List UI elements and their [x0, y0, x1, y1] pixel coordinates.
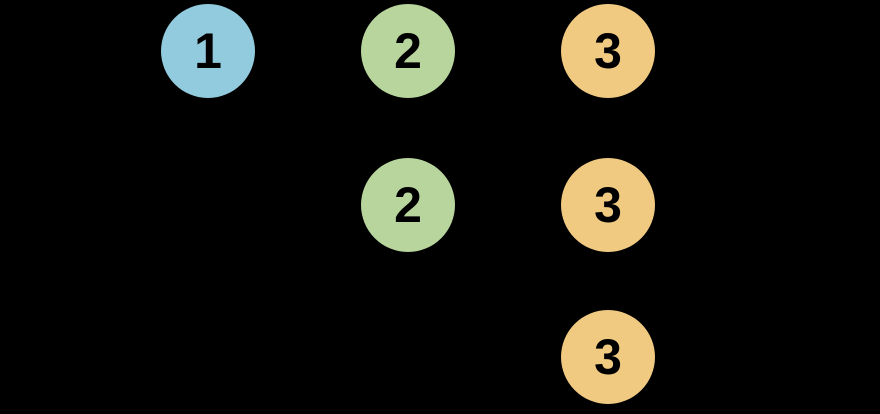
node-row3-value3: 3 — [561, 310, 655, 404]
node-row1-value3: 3 — [561, 4, 655, 98]
node-row1-value2: 2 — [361, 4, 455, 98]
node-row1-value1: 1 — [161, 4, 255, 98]
node-row2-value3: 3 — [561, 158, 655, 252]
node-row2-value2: 2 — [361, 158, 455, 252]
